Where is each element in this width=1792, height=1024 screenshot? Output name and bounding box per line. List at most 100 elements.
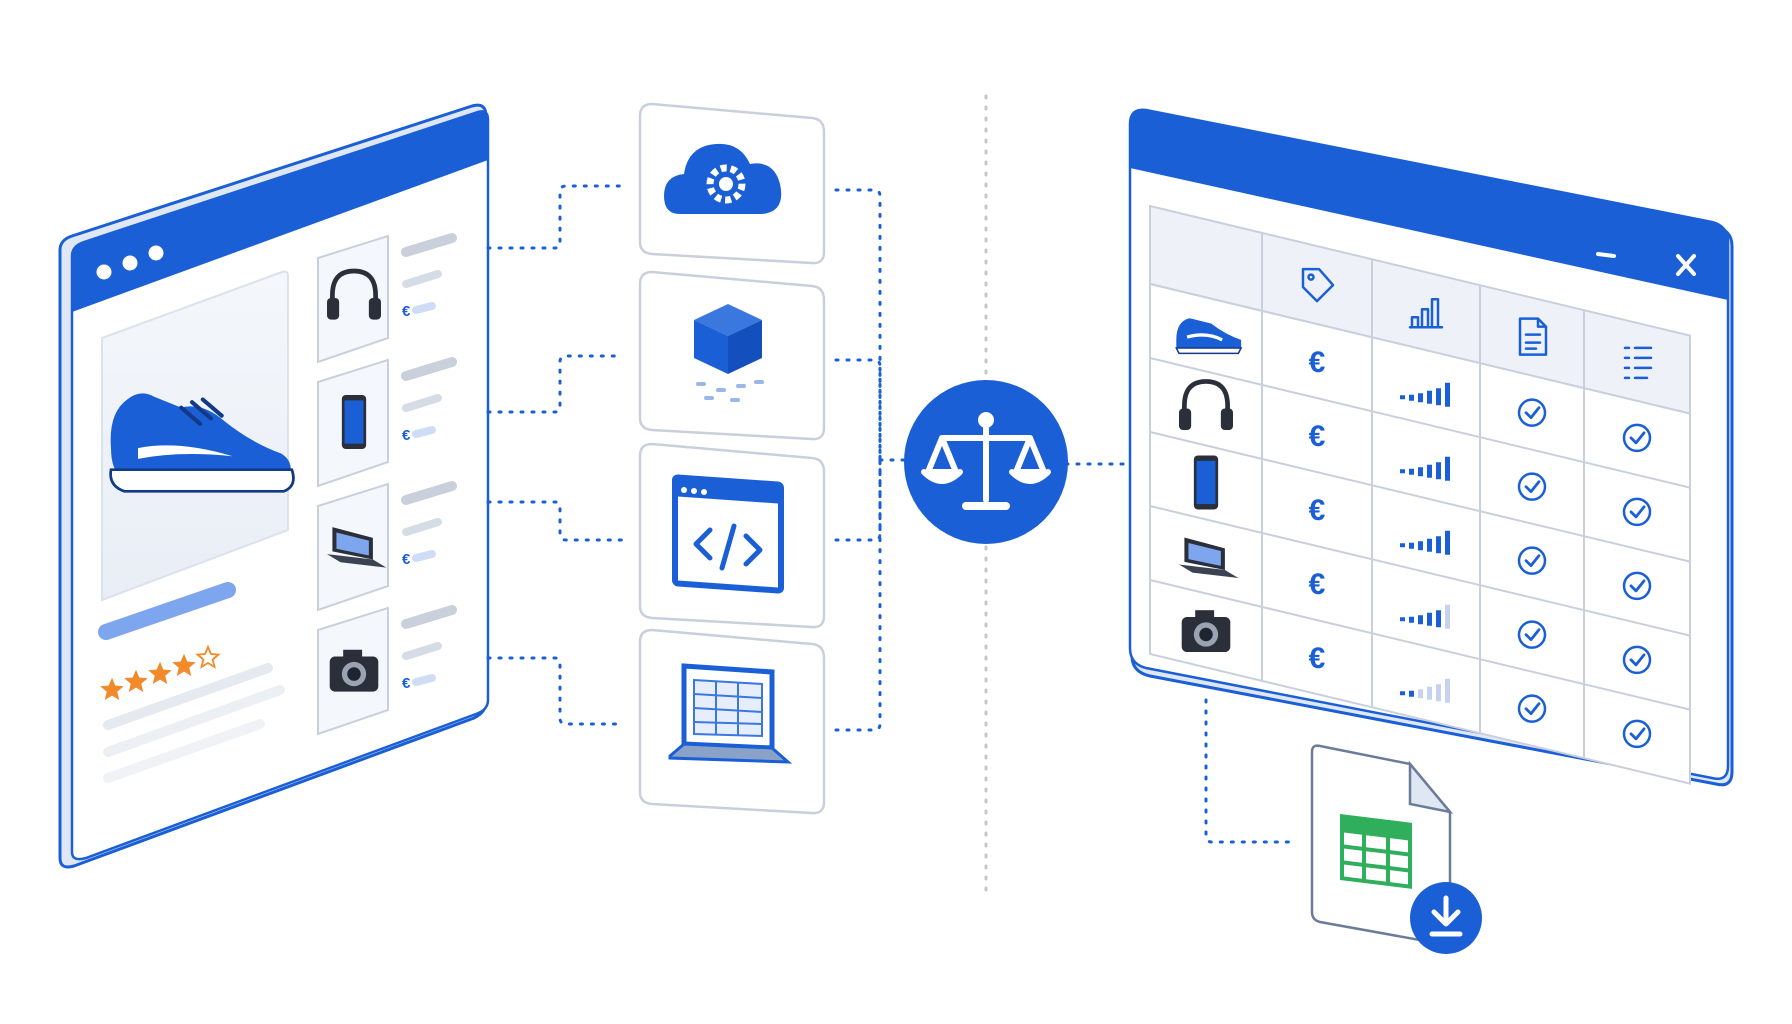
signal-bar: [1409, 394, 1414, 401]
thumbnail-item[interactable]: €: [317, 233, 457, 364]
pipeline-step[interactable]: [638, 270, 826, 441]
sneaker-icon: [1175, 318, 1243, 355]
window-dot-icon[interactable]: [148, 245, 164, 261]
signal-bars-icon: [1400, 456, 1450, 481]
smartphone-icon: [341, 395, 367, 449]
row-divider: [1149, 505, 1691, 637]
star-filled-icon: [172, 653, 196, 676]
pipeline-steps: [638, 102, 826, 815]
right-connectors: [834, 188, 1126, 732]
signal-bars-icon: [1400, 678, 1450, 703]
thumbnail-item[interactable]: €: [317, 605, 457, 736]
signal-bar: [1400, 543, 1405, 548]
thumbnail-item[interactable]: €: [317, 481, 457, 612]
signal-bar: [1400, 469, 1405, 474]
window-dot-icon[interactable]: [122, 255, 138, 271]
rating-stars[interactable]: [100, 644, 221, 700]
signal-bar: [1400, 617, 1405, 622]
check-circle-icon: [1517, 472, 1547, 501]
signal-bar: [1427, 538, 1432, 552]
export-connector: [1204, 698, 1296, 844]
price-cell: €: [1309, 642, 1326, 675]
signal-bars-icon: [1400, 530, 1450, 555]
signal-bar: [1445, 530, 1450, 555]
signal-bar: [1436, 388, 1441, 406]
signal-bar: [1436, 684, 1441, 702]
document-icon: [1518, 317, 1548, 356]
signal-bar: [1418, 689, 1423, 699]
signal-bar: [1418, 615, 1423, 625]
signal-bar: [1427, 612, 1432, 626]
check-circle-icon: [1622, 645, 1652, 675]
star-filled-icon: [148, 661, 172, 684]
signal-bar: [1418, 467, 1423, 477]
compare-node[interactable]: [904, 380, 1068, 544]
pipeline-step[interactable]: [638, 102, 826, 265]
signal-bar: [1436, 536, 1441, 554]
comparison-window-titlebar: [1130, 109, 1728, 301]
laptop-spreadsheet-icon: [668, 663, 793, 764]
signal-bar: [1445, 456, 1450, 481]
signal-bar: [1436, 610, 1441, 628]
balance-scale-icon: [921, 412, 1051, 510]
smartphone-icon: [1193, 455, 1219, 510]
table-row[interactable]: €: [1179, 537, 1652, 675]
window-dot-icon[interactable]: [96, 264, 112, 280]
price-symbol: €: [402, 427, 411, 444]
cube-icon: [694, 304, 764, 402]
code-window-icon: [672, 474, 784, 594]
row-divider: [1149, 579, 1691, 711]
signal-bar: [1427, 464, 1432, 478]
price-cell: €: [1309, 568, 1326, 601]
table-row[interactable]: €: [1193, 455, 1652, 601]
thumbnail-list: € € € €: [317, 233, 457, 736]
laptop-icon: [327, 527, 387, 568]
headphones-icon: [1179, 379, 1233, 431]
thumbnail-item[interactable]: €: [317, 357, 457, 488]
signal-bars-icon: [1400, 382, 1450, 407]
close-icon[interactable]: [1676, 254, 1696, 276]
spreadsheet-file-icon[interactable]: [1310, 744, 1482, 954]
signal-bar: [1409, 616, 1414, 623]
check-circle-icon: [1622, 571, 1652, 601]
signal-bars-icon: [1400, 604, 1450, 629]
star-empty-icon: [195, 644, 221, 669]
price-cell: €: [1309, 494, 1326, 527]
check-circle-icon: [1517, 398, 1547, 427]
signal-bar: [1418, 393, 1423, 403]
sneaker-icon: [109, 393, 295, 493]
price-symbol: €: [402, 303, 411, 320]
store-window: € € € €: [58, 103, 490, 869]
checklist-icon: [1623, 346, 1653, 380]
table-row[interactable]: €: [1181, 610, 1652, 749]
table-row[interactable]: €: [1175, 318, 1652, 453]
signal-bar: [1436, 462, 1441, 480]
star-filled-icon: [124, 669, 148, 692]
table-body: [1149, 282, 1691, 785]
price-tag-icon: [1301, 267, 1335, 303]
pipeline-step[interactable]: [638, 442, 826, 629]
signal-bar: [1427, 390, 1432, 404]
price-symbol: €: [402, 551, 411, 568]
description-line: [103, 663, 273, 730]
signal-bar: [1445, 382, 1450, 407]
signal-bar: [1409, 542, 1414, 549]
pipeline-step[interactable]: [638, 628, 826, 815]
comparison-table: €€€€€: [1149, 204, 1691, 785]
check-circle-icon: [1517, 546, 1547, 575]
download-icon[interactable]: [1410, 882, 1482, 954]
left-connectors: [486, 184, 624, 726]
signal-bar: [1418, 541, 1423, 551]
minimize-icon[interactable]: [1596, 252, 1616, 258]
signal-bar: [1427, 686, 1432, 700]
comparison-window: €€€€€: [1128, 108, 1734, 787]
cloud-gear-icon: [664, 143, 782, 215]
check-circle-icon: [1517, 694, 1547, 723]
signal-bar: [1400, 691, 1405, 696]
table-row[interactable]: €: [1179, 379, 1652, 527]
star-filled-icon: [100, 677, 124, 700]
signal-bar: [1445, 678, 1450, 703]
signal-bar: [1400, 395, 1405, 400]
